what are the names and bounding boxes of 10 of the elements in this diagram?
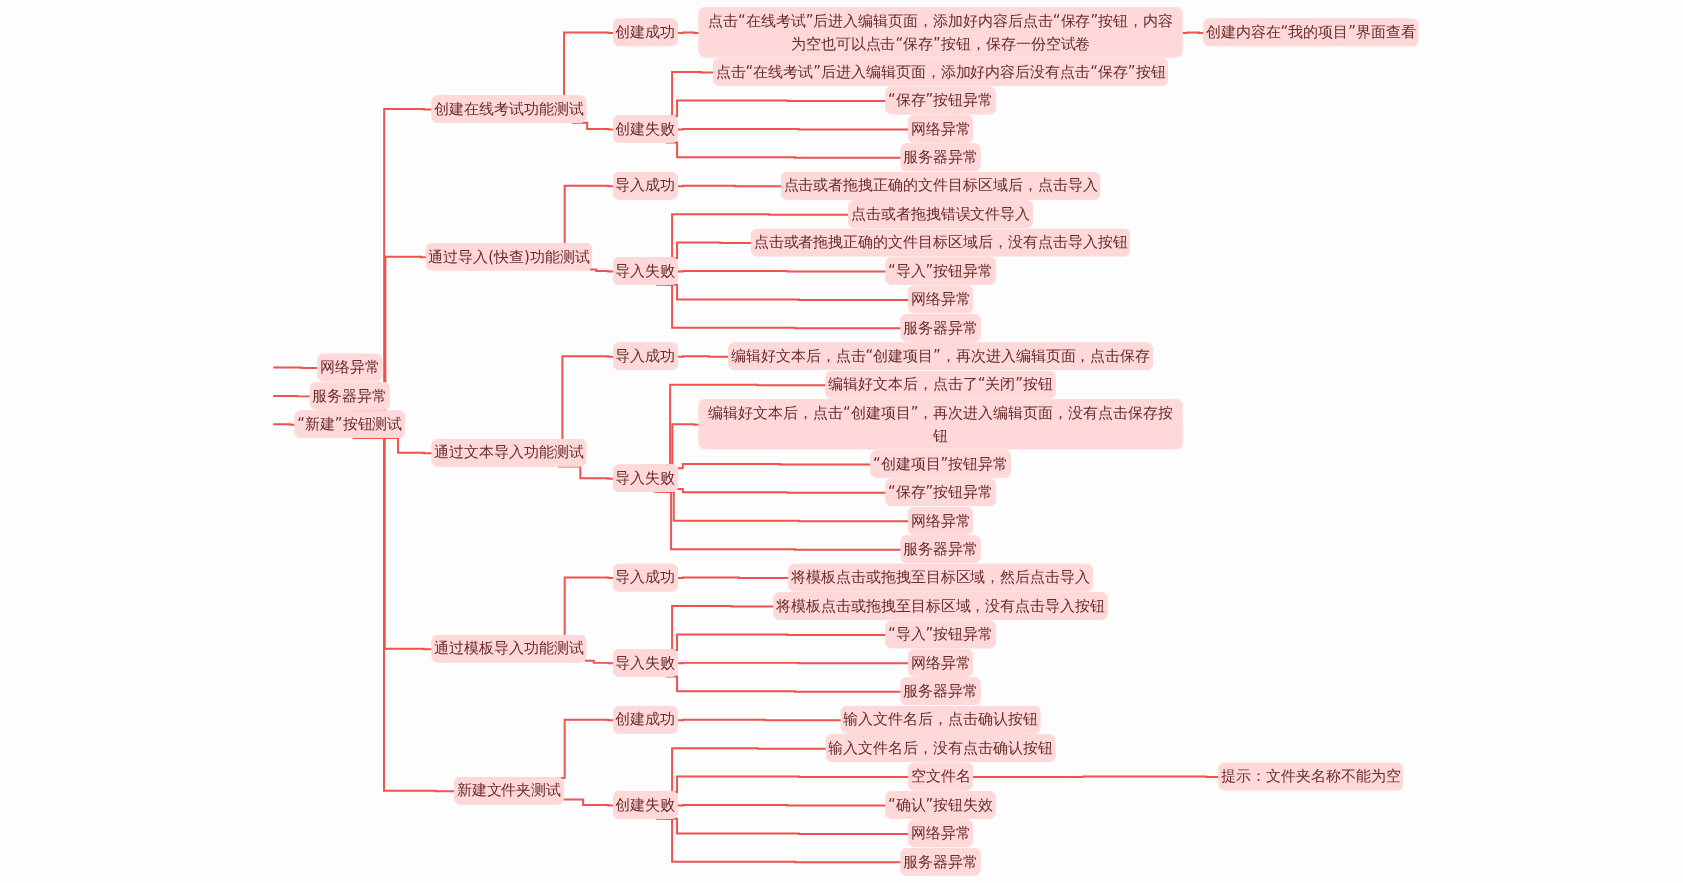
connector (272, 394, 312, 398)
connector (589, 268, 615, 273)
connector (584, 659, 615, 665)
connector (272, 423, 297, 426)
connector (676, 718, 843, 722)
connector (676, 462, 873, 470)
connector (972, 775, 1221, 779)
connector (676, 31, 701, 34)
connector (676, 576, 791, 580)
connector (562, 798, 615, 807)
